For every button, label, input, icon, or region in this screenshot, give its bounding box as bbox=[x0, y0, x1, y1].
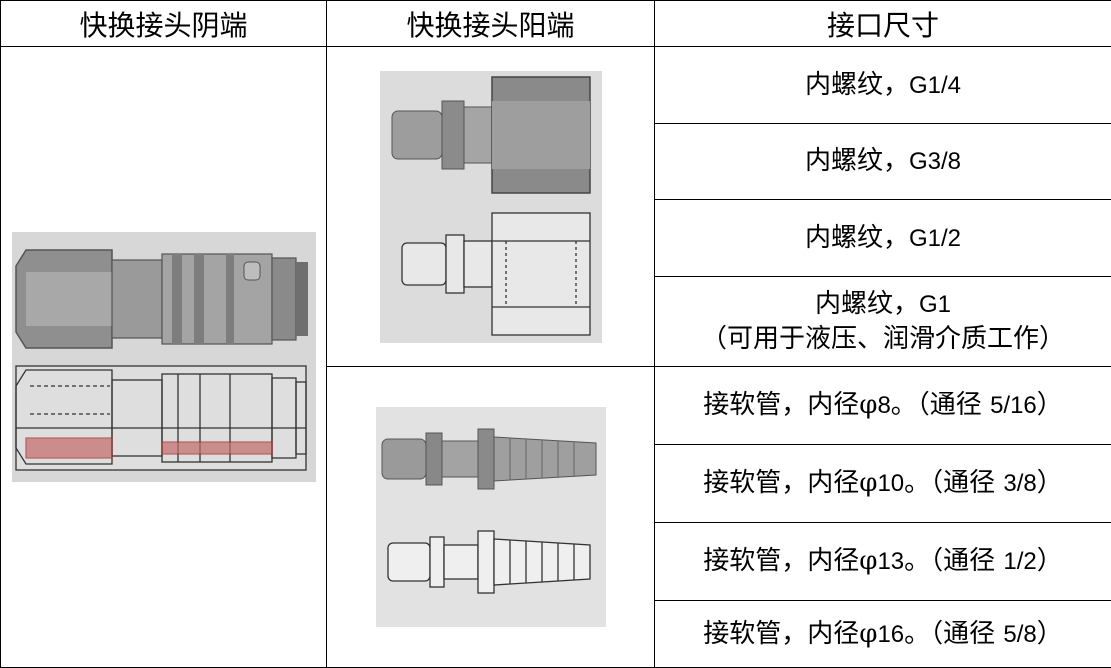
male-hose-image bbox=[376, 407, 606, 627]
female-coupler-image bbox=[12, 232, 316, 482]
female-coupler-photo bbox=[16, 250, 308, 348]
female-coupler-section bbox=[16, 366, 306, 470]
spec-row-1: 内螺纹，G1/4 bbox=[655, 47, 1111, 124]
spec-row-3: 内螺纹，G1/2 bbox=[655, 200, 1111, 277]
spec-row-7: 接软管，内径φ13。（通径 1/2） bbox=[655, 523, 1111, 601]
male-threaded-image-cell bbox=[327, 47, 655, 367]
spec-row-4-note: （可用于液压、润滑介质工作） bbox=[655, 322, 1111, 356]
header-size: 接口尺寸 bbox=[655, 1, 1111, 47]
spec-row-4: 内螺纹，G1 （可用于液压、润滑介质工作） bbox=[655, 277, 1111, 367]
female-coupler-image-cell bbox=[1, 47, 327, 668]
spec-row-8: 接软管，内径φ16。（通径 5/8） bbox=[655, 601, 1111, 668]
spec-row-2: 内螺纹，G3/8 bbox=[655, 124, 1111, 200]
male-threaded-image bbox=[380, 71, 602, 343]
spec-row-5: 接软管，内径φ8。（通径 5/16） bbox=[655, 367, 1111, 445]
spec-row-6: 接软管，内径φ10。（通径 3/8） bbox=[655, 445, 1111, 523]
header-female: 快换接头阴端 bbox=[1, 1, 327, 47]
header-male: 快换接头阳端 bbox=[327, 1, 655, 47]
male-hose-image-cell bbox=[327, 367, 655, 668]
